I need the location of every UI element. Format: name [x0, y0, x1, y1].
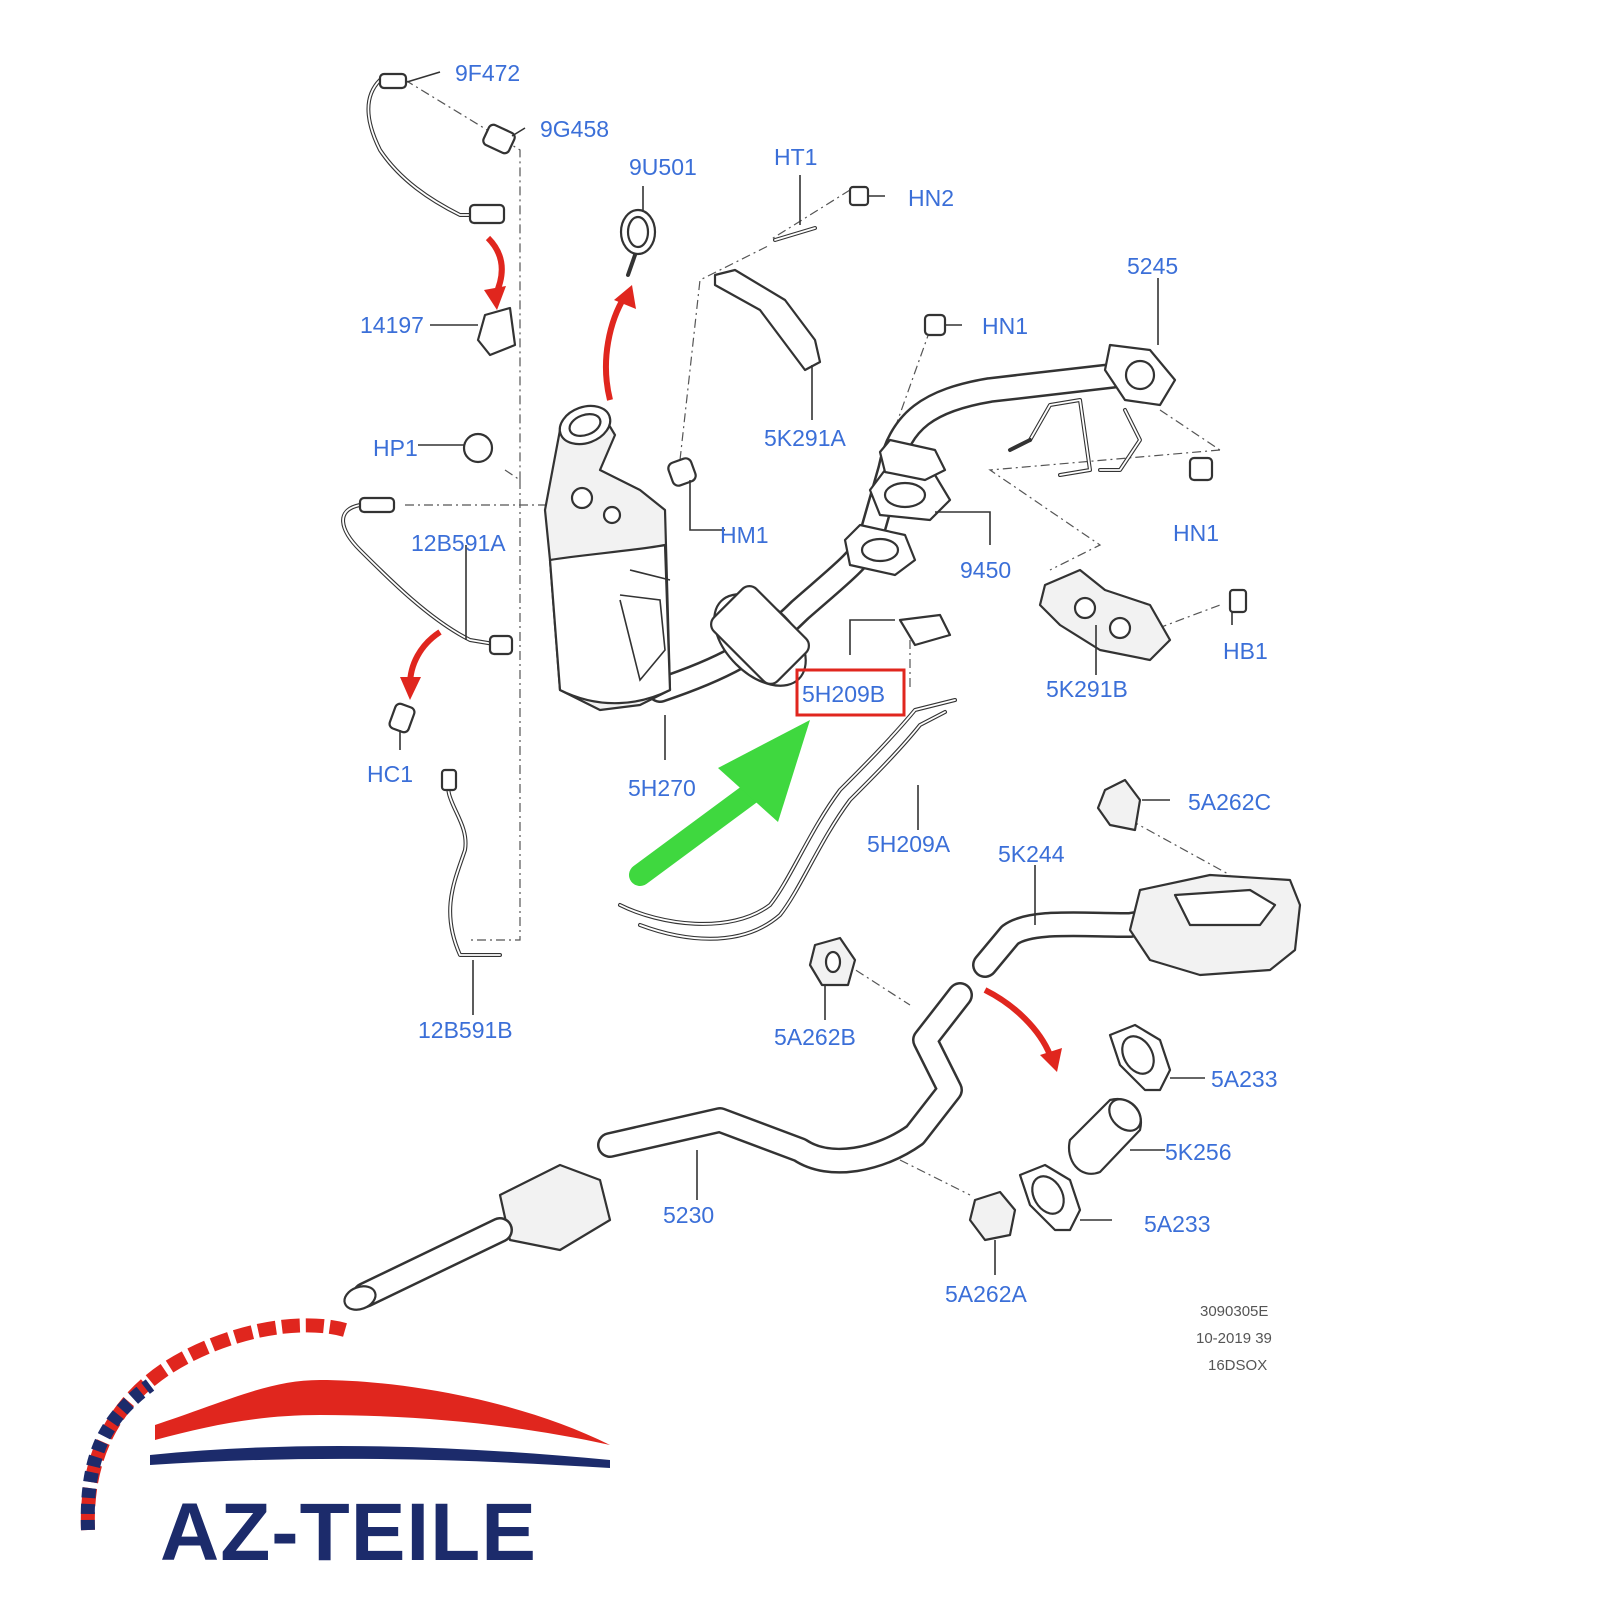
label-9G458: 9G458 [540, 116, 609, 142]
reference-line-3: 16DSOX [1208, 1357, 1267, 1374]
label-HN1-top: HN1 [982, 313, 1028, 339]
intermediate-pipe-5230[interactable] [341, 982, 973, 1314]
label-5A262B: 5A262B [774, 1024, 856, 1050]
label-HC1: HC1 [367, 761, 413, 787]
logo-speedometer-blue [80, 1379, 155, 1531]
heat-shield-5K291B[interactable] [1038, 568, 1172, 662]
red-arrow-head-3 [400, 677, 421, 700]
sensor-12B591A[interactable] [341, 496, 514, 656]
label-HN1-right: HN1 [1173, 520, 1219, 546]
hoses-5H209A[interactable] [618, 698, 957, 941]
sensor-9G458[interactable] [482, 123, 517, 155]
red-arrow-head-1 [484, 286, 506, 310]
label-5A262A: 5A262A [945, 1281, 1028, 1307]
red-arrows [400, 235, 1062, 1072]
label-5245: 5245 [1127, 253, 1178, 279]
label-5H209B: 5H209B [802, 681, 885, 707]
label-9U501: 9U501 [629, 154, 697, 180]
label-5230: 5230 [663, 1202, 714, 1228]
logo-speedometer-red [80, 1318, 347, 1531]
clamp-5A233-lower[interactable] [1018, 1163, 1082, 1232]
label-12B591A: 12B591A [411, 530, 506, 556]
leader-lines [399, 71, 1233, 1275]
logo-text: AZ-TEILE [160, 1487, 537, 1578]
highlight-arrow [629, 720, 810, 886]
hanger-5A262B[interactable] [808, 936, 857, 987]
assembly-lines [404, 79, 1231, 1196]
rear-muffler-5K244[interactable] [972, 873, 1302, 978]
label-5A233-upper: 5A233 [1211, 1066, 1278, 1092]
logo-car-swoosh-blue [150, 1445, 610, 1468]
part-labels: 9F472 9G458 9U501 HT1 HN2 14197 5245 HN1… [360, 60, 1278, 1307]
bush-HM1[interactable] [667, 457, 698, 488]
reference-line-2: 10-2019 39 [1196, 1330, 1272, 1347]
label-HT1: HT1 [774, 144, 817, 170]
sensor-12B591B[interactable] [440, 768, 502, 957]
connector-14197[interactable] [476, 306, 517, 357]
clip-HC1[interactable] [388, 702, 416, 734]
bolt-HB1[interactable] [1228, 588, 1248, 614]
label-5H209A: 5H209A [867, 831, 951, 857]
label-5K291B: 5K291B [1046, 676, 1128, 702]
catalytic-converter[interactable] [543, 399, 672, 712]
label-5K256: 5K256 [1165, 1139, 1232, 1165]
label-HN2: HN2 [908, 185, 954, 211]
label-12B591B: 12B591B [418, 1017, 513, 1043]
flange-5245[interactable] [1103, 343, 1177, 407]
label-5A233-lower: 5A233 [1144, 1211, 1211, 1237]
logo-car-swoosh-red [155, 1380, 610, 1445]
label-HB1: HB1 [1223, 638, 1268, 664]
bracket-5K291A[interactable] [713, 268, 822, 372]
nut-HN1-top[interactable] [923, 313, 947, 337]
label-14197: 14197 [360, 312, 424, 338]
label-5K291A: 5K291A [764, 425, 847, 451]
clamp-9U501[interactable] [619, 208, 657, 277]
gasket-9450[interactable] [843, 438, 952, 577]
plug-HP1[interactable] [462, 432, 494, 464]
sleeve-5K256[interactable] [1067, 1093, 1147, 1175]
pressure-sensor-5H209B[interactable] [898, 613, 952, 647]
label-5H270: 5H270 [628, 775, 696, 801]
stud-HT1[interactable] [773, 226, 817, 242]
reference-block: 3090305E 10-2019 39 16DSOX [1196, 1303, 1272, 1374]
nut-HN1-right[interactable] [1188, 456, 1214, 482]
reference-line-1: 3090305E [1200, 1303, 1268, 1320]
pipe-brackets [1008, 398, 1142, 477]
label-9F472: 9F472 [455, 60, 520, 86]
nut-HN2[interactable] [848, 185, 870, 207]
sensor-9F472[interactable] [366, 72, 506, 225]
clamp-5A233-upper[interactable] [1108, 1023, 1172, 1092]
label-9450: 9450 [960, 557, 1011, 583]
highlight-box [795, 668, 906, 717]
label-5K244: 5K244 [998, 841, 1065, 867]
red-arrow-head-4 [1040, 1048, 1062, 1072]
red-arrow-head-2 [614, 285, 636, 309]
label-5A262C: 5A262C [1188, 789, 1271, 815]
hanger-5A262C[interactable] [1096, 778, 1142, 832]
az-teile-logo: AZ-TEILE [80, 1318, 610, 1578]
label-HM1: HM1 [720, 522, 769, 548]
label-HP1: HP1 [373, 435, 418, 461]
hanger-5A262A[interactable] [968, 1190, 1017, 1242]
